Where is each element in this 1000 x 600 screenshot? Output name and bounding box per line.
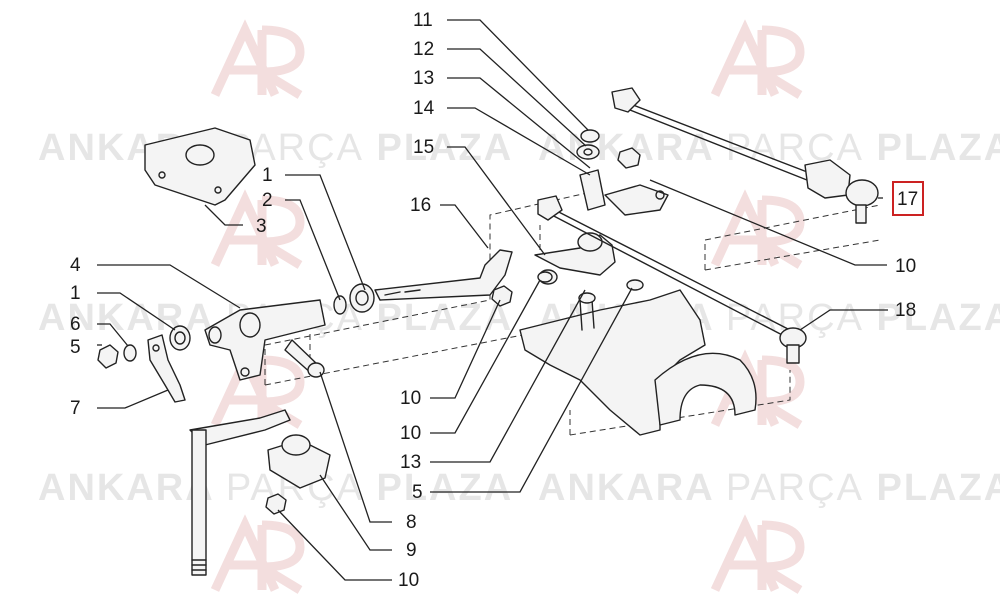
part-shaft-and-arm [189, 409, 291, 576]
part-bushing-and-washer-2 [333, 283, 375, 315]
callout-label-16: 16 [410, 195, 431, 216]
callout-label-5: 5 [412, 482, 423, 503]
callout-label-2: 2 [262, 190, 273, 211]
callout-label-18: 18 [895, 300, 916, 321]
callout-label-1: 1 [262, 165, 273, 186]
callout-label-7: 7 [70, 398, 81, 419]
watermark-text: ANKARA PARÇA PLAZA [538, 467, 1000, 509]
watermark-text: ANKARA PARÇA PLAZA [38, 127, 513, 169]
leader-lines [97, 19, 888, 581]
part-tie-rod-upper-17 [611, 87, 879, 224]
ap-logo-icon [710, 514, 805, 594]
callout-label-5: 5 [70, 337, 81, 358]
part-nut-10-bottom [265, 493, 287, 515]
callout-label-8: 8 [406, 512, 417, 533]
ap-logo-icon [710, 189, 805, 269]
ap-logo-icon [210, 19, 305, 99]
callout-label-15: 15 [413, 137, 434, 158]
part-bracket-3 [144, 127, 256, 206]
watermark-layer: ANKARA PARÇA PLAZA ANKARA PARÇA PLAZA AN… [38, 19, 1000, 594]
part-idler-arm-16 [374, 249, 513, 307]
ap-logo-icon [710, 19, 805, 99]
highlight-box-17 [892, 181, 924, 216]
part-bolt-8 [284, 339, 325, 378]
part-ball-joint-plate [604, 147, 669, 216]
callout-label-9: 9 [406, 540, 417, 561]
callout-labels: 11 12 13 14 15 16 1 2 3 4 1 6 5 7 17 10 … [70, 10, 918, 591]
callout-label-4: 4 [70, 255, 81, 276]
callout-label-11: 11 [413, 10, 433, 31]
part-nut-5 [97, 344, 119, 369]
callout-label-10: 10 [400, 423, 421, 444]
part-washers-11-12-13 [576, 129, 606, 211]
callout-label-12: 12 [413, 39, 434, 60]
callout-label-10: 10 [895, 256, 916, 277]
callout-label-10: 10 [398, 570, 419, 591]
ap-logo-icon [210, 189, 305, 269]
callout-label-6: 6 [70, 314, 81, 335]
part-relay-lever-4 [204, 299, 326, 381]
callout-label-17: 17 [897, 189, 918, 210]
ap-logo-icon [210, 514, 305, 594]
callout-label-1: 1 [70, 283, 81, 304]
part-center-bracket-15 [534, 232, 616, 285]
part-tie-rod-lower-18 [537, 195, 807, 364]
watermark-text: ANKARA PARÇA PLAZA [38, 467, 513, 509]
part-washer-6 [123, 344, 137, 362]
callout-label-13: 13 [400, 452, 421, 473]
callout-label-10: 10 [400, 388, 421, 409]
part-steering-box [519, 271, 757, 436]
part-plate-7 [147, 334, 186, 403]
callout-label-3: 3 [256, 216, 267, 237]
watermark-text: ANKARA PARÇA PLAZA [538, 127, 1000, 169]
part-mount-9 [267, 434, 331, 489]
part-bushing-1 [169, 325, 191, 351]
callout-label-14: 14 [413, 98, 435, 119]
callout-label-13: 13 [413, 68, 434, 89]
